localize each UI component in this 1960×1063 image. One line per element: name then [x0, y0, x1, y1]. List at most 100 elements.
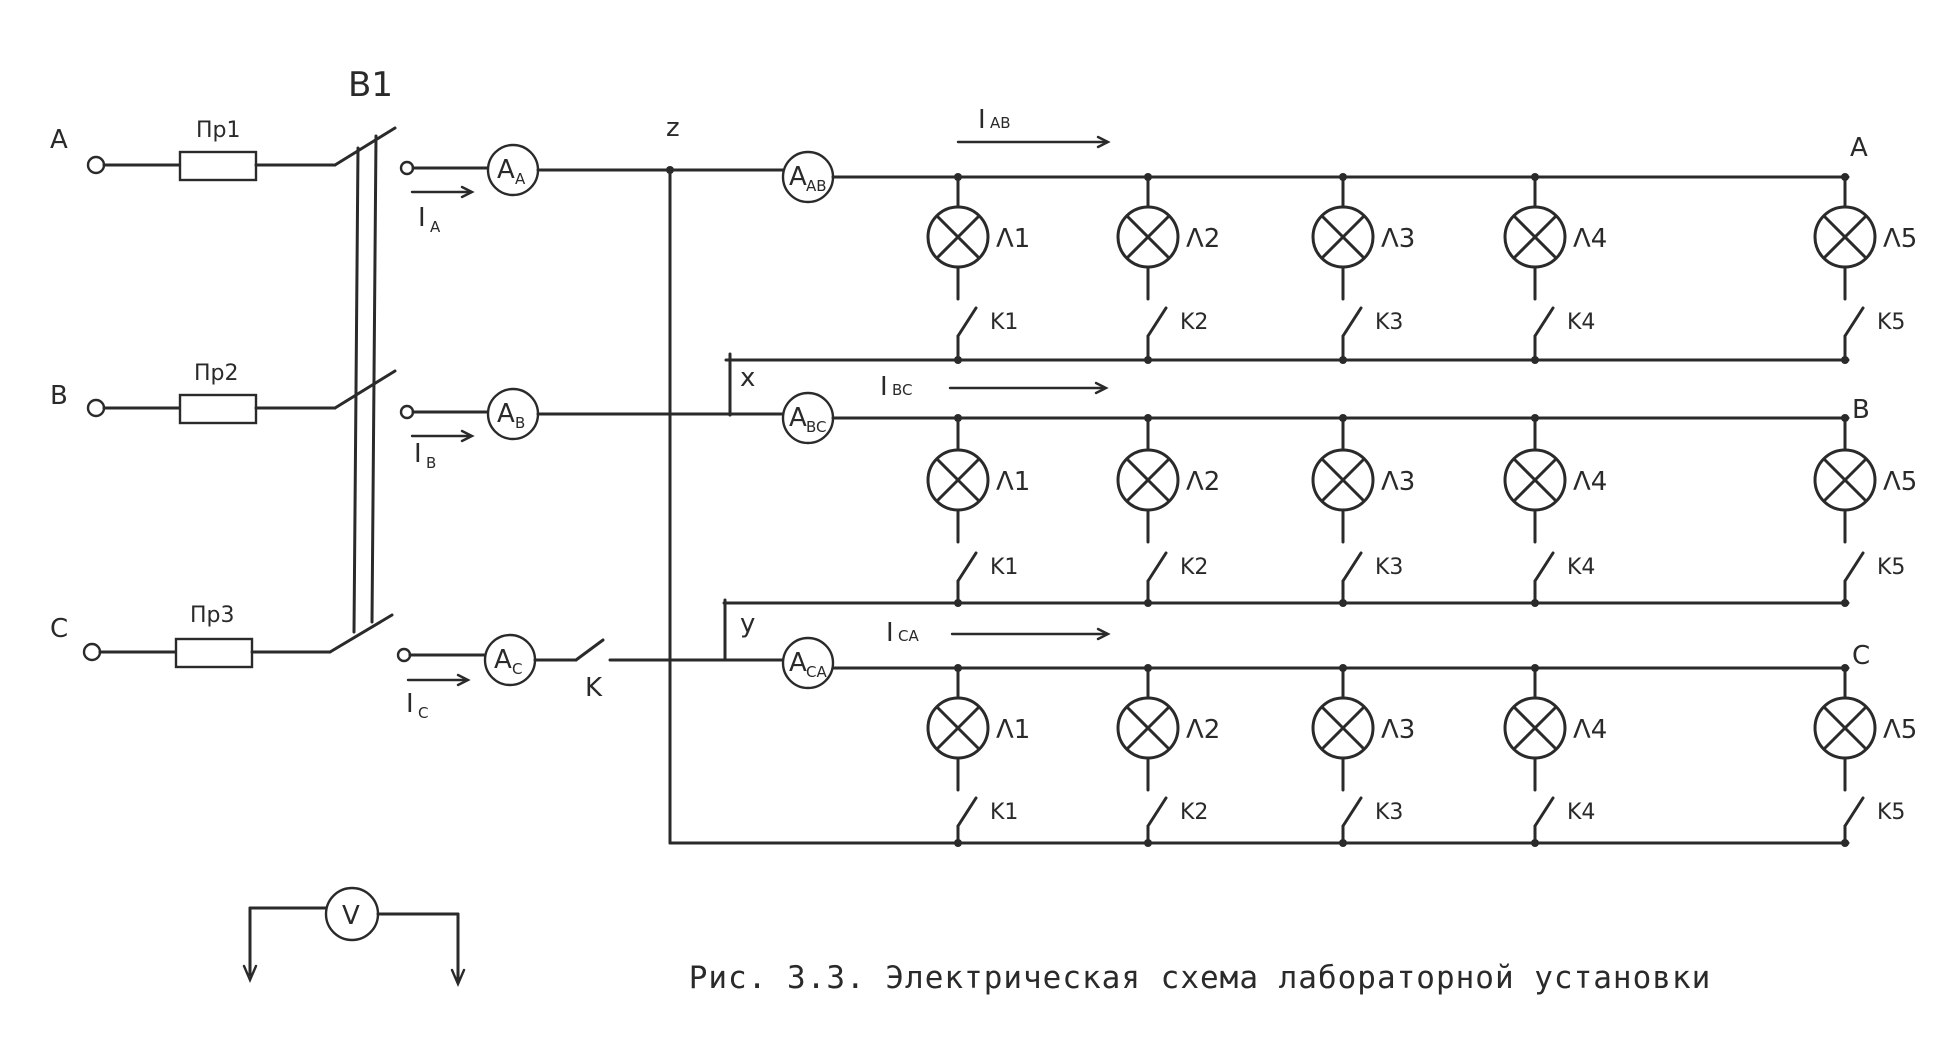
feeder-a: A A I A [399, 143, 672, 236]
switch-label: K1 [990, 555, 1018, 580]
neutral-label: z [666, 113, 680, 143]
row-bc: x A BC I BC B [722, 352, 1870, 605]
svg-text:A: A [789, 162, 807, 192]
node-label-x: x [740, 363, 755, 393]
terminal-a [86, 155, 106, 175]
switch-blade [1341, 551, 1363, 583]
row-end-label-a: A [1850, 133, 1868, 163]
svg-text:BC: BC [892, 381, 913, 399]
fuse-label-3: Пр3 [190, 603, 235, 628]
switch-label: K3 [1375, 310, 1403, 335]
switch-blade [1533, 306, 1555, 338]
feeder-b: A B I B [399, 387, 784, 472]
switch-blade [1533, 796, 1555, 828]
fuse-label-2: Пр2 [194, 361, 239, 386]
lamp-label: Λ5 [1883, 715, 1917, 745]
row-ab: A AB I AB A [668, 105, 1868, 417]
lamp-label: Λ4 [1573, 224, 1607, 254]
switch-blade [956, 551, 978, 583]
svg-text:C: C [418, 704, 428, 722]
svg-text:A: A [515, 170, 526, 188]
phase-label-c: C [50, 614, 68, 644]
switch-blade [1843, 551, 1865, 583]
switch-label: K2 [1180, 555, 1208, 580]
node-label-y: y [740, 609, 755, 639]
lamp-banks: Λ1K1Λ2K2Λ3K3Λ4K4Λ5K5Λ1K1Λ2K2Λ3K3Λ4K4Λ5K5… [926, 173, 1917, 847]
lamp-label: Λ4 [1573, 467, 1607, 497]
svg-text:B: B [426, 454, 436, 472]
switch-blade [1146, 796, 1168, 828]
fuse-2 [178, 393, 258, 425]
switch-blade [1146, 306, 1168, 338]
voltmeter-probe: V [242, 886, 466, 988]
current-label-ibc: I [880, 372, 888, 402]
switch-blade [1843, 796, 1865, 828]
lamp-label: Λ3 [1381, 467, 1415, 497]
fuse-1 [178, 150, 258, 182]
switch-label: K1 [990, 310, 1018, 335]
svg-text:A: A [789, 403, 807, 433]
svg-text:C: C [512, 660, 522, 678]
switch-blade [1533, 551, 1555, 583]
lamp-label: Λ3 [1381, 224, 1415, 254]
lamp-label: Λ2 [1186, 715, 1220, 745]
switch-blade [1341, 306, 1363, 338]
figure-caption: Рис. 3.3. Электрическая схема лабораторн… [688, 960, 1712, 996]
fuse-label-1: Пр1 [196, 118, 241, 143]
lamp-label: Λ1 [996, 715, 1030, 745]
input-phase-b: B Пр2 [50, 361, 397, 425]
current-label-iab: I [978, 105, 986, 135]
svg-text:A: A [497, 399, 515, 429]
switch-label: K3 [1375, 555, 1403, 580]
switch-label: K5 [1877, 555, 1905, 580]
row-end-label-b: B [1852, 395, 1870, 425]
lamp-label: Λ2 [1186, 224, 1220, 254]
svg-text:B: B [515, 414, 525, 432]
lamp-label: Λ5 [1883, 467, 1917, 497]
svg-text:CA: CA [898, 627, 919, 645]
switch-label: K5 [1877, 310, 1905, 335]
switch-label: K4 [1567, 310, 1595, 335]
svg-text:V: V [342, 901, 360, 931]
row-ca: y A CA I CA C [668, 598, 1870, 845]
terminal-c [82, 642, 102, 662]
lamp-label: Λ5 [1883, 224, 1917, 254]
svg-text:A: A [497, 155, 515, 185]
switch-k-label: K [585, 673, 603, 703]
switch-blade [956, 796, 978, 828]
svg-text:A: A [430, 218, 441, 236]
switch-label: K4 [1567, 800, 1595, 825]
switch-b1-label: B1 [348, 65, 393, 105]
lamp-label: Λ1 [996, 467, 1030, 497]
current-label-ic: I [406, 689, 414, 719]
svg-text:AB: AB [990, 114, 1011, 132]
switch-label: K3 [1375, 800, 1403, 825]
feeder-c: A C K I C [396, 633, 786, 722]
switch-label: K4 [1567, 555, 1595, 580]
svg-text:A: A [494, 645, 512, 675]
switch-blade [1146, 551, 1168, 583]
input-phase-c: C Пр3 [50, 603, 394, 669]
phase-label-b: B [50, 381, 68, 411]
switch-label: K1 [990, 800, 1018, 825]
neutral-bus: z [666, 113, 680, 845]
switch-blade [1341, 796, 1363, 828]
lamp-label: Λ1 [996, 224, 1030, 254]
switch-label: K2 [1180, 800, 1208, 825]
lamp-label: Λ4 [1573, 715, 1607, 745]
ammeter-ca [781, 636, 835, 690]
row-end-label-c: C [1852, 641, 1870, 671]
